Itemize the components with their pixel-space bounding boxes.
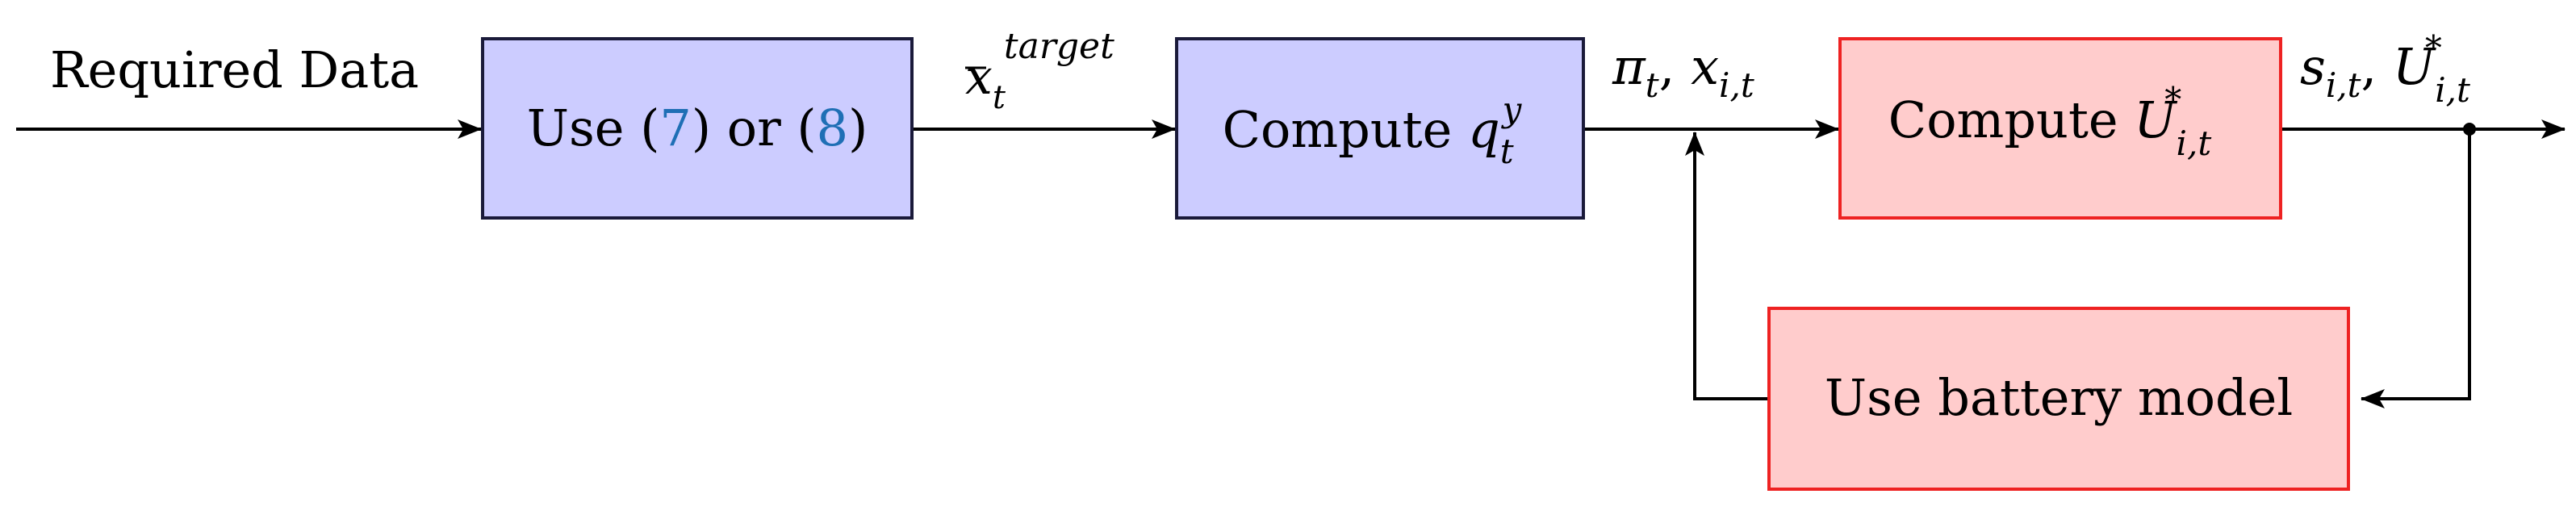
block-compute-u-label: Compute Ui,t*	[1888, 80, 2212, 163]
equation-ref-8[interactable]: 8	[817, 98, 848, 157]
block-compute-q-box	[1175, 37, 1585, 220]
block-battery-model-box	[1767, 307, 2350, 491]
block-use-equations[interactable]: Use (7) or (8)	[481, 37, 914, 220]
block-battery-model-label: Use battery model	[1825, 368, 2293, 427]
signal-x-target: xttarget	[965, 26, 1114, 116]
block-compute-q-label: Compute qty	[1223, 90, 1523, 171]
connections	[16, 119, 2566, 408]
svg-text:xttarget: xttarget	[965, 26, 1114, 116]
block-compute-u[interactable]: Compute Ui,t*	[1838, 37, 2282, 220]
block-use-equations-label: Use (7) or (8)	[527, 98, 868, 157]
equation-ref-7[interactable]: 7	[659, 98, 691, 157]
signal-s-u: si,t, Ui,t*	[2300, 28, 2470, 110]
edge-feedback-up	[1685, 132, 1769, 400]
edge-feedback-down	[2361, 129, 2471, 408]
block-use-equations-box	[481, 37, 914, 220]
input-label: Required Data	[50, 40, 419, 99]
junction-dot-right	[2463, 123, 2476, 136]
block-compute-u-box	[1838, 37, 2282, 220]
block-battery-model[interactable]: Use battery model	[1767, 307, 2350, 491]
block-compute-q[interactable]: Compute qty	[1175, 37, 1585, 220]
signal-pi-x: πt, xi,t	[1612, 37, 1754, 105]
